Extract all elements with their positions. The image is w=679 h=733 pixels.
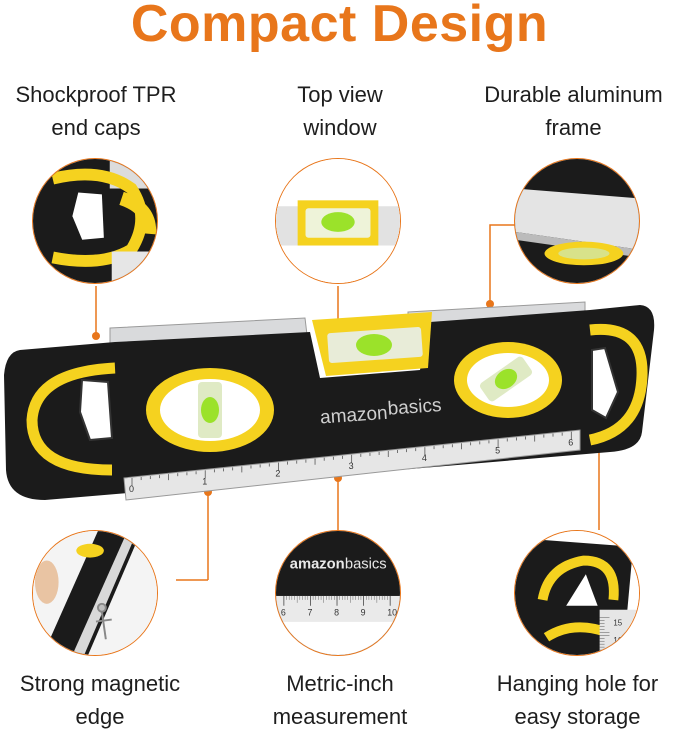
circle-top-window [275,158,401,284]
ruler-label: 5 [495,445,500,455]
circle-magnetic-edge [32,530,158,656]
circle-end-caps [32,158,158,284]
brand-suffix: basics [387,395,442,420]
torpedo-level: amazon basics 0 1 2 3 4 5 6 [4,301,655,501]
ruler-label: 0 [129,484,134,494]
circle-frame [514,158,640,284]
brand-logo: amazon [319,403,388,429]
ruler-label: 2 [275,469,280,479]
metric-label: 8 [334,608,339,618]
hanging-ruler-label: 15 [613,618,622,627]
metric-ticks: 6 7 8 9 10 [281,595,397,618]
brand-suffix-detail: basics [345,556,387,572]
brand-logo-detail: amazon [290,556,345,572]
page-title: Compact Design [130,0,549,53]
ruler-label: 6 [568,438,573,448]
metric-label: 10 [387,608,397,618]
ruler-strip [123,429,581,501]
ruler-label: 1 [202,476,207,486]
metric-label: 6 [281,608,286,618]
ruler-label: 3 [349,461,354,471]
circle-measurement: amazon basics 6 7 8 9 10 [275,530,401,656]
ruler-ticks: 0 1 2 3 4 5 6 [129,431,573,494]
ruler-label: 4 [422,453,427,463]
metric-label: 7 [307,608,312,618]
metric-label: 9 [361,608,366,618]
